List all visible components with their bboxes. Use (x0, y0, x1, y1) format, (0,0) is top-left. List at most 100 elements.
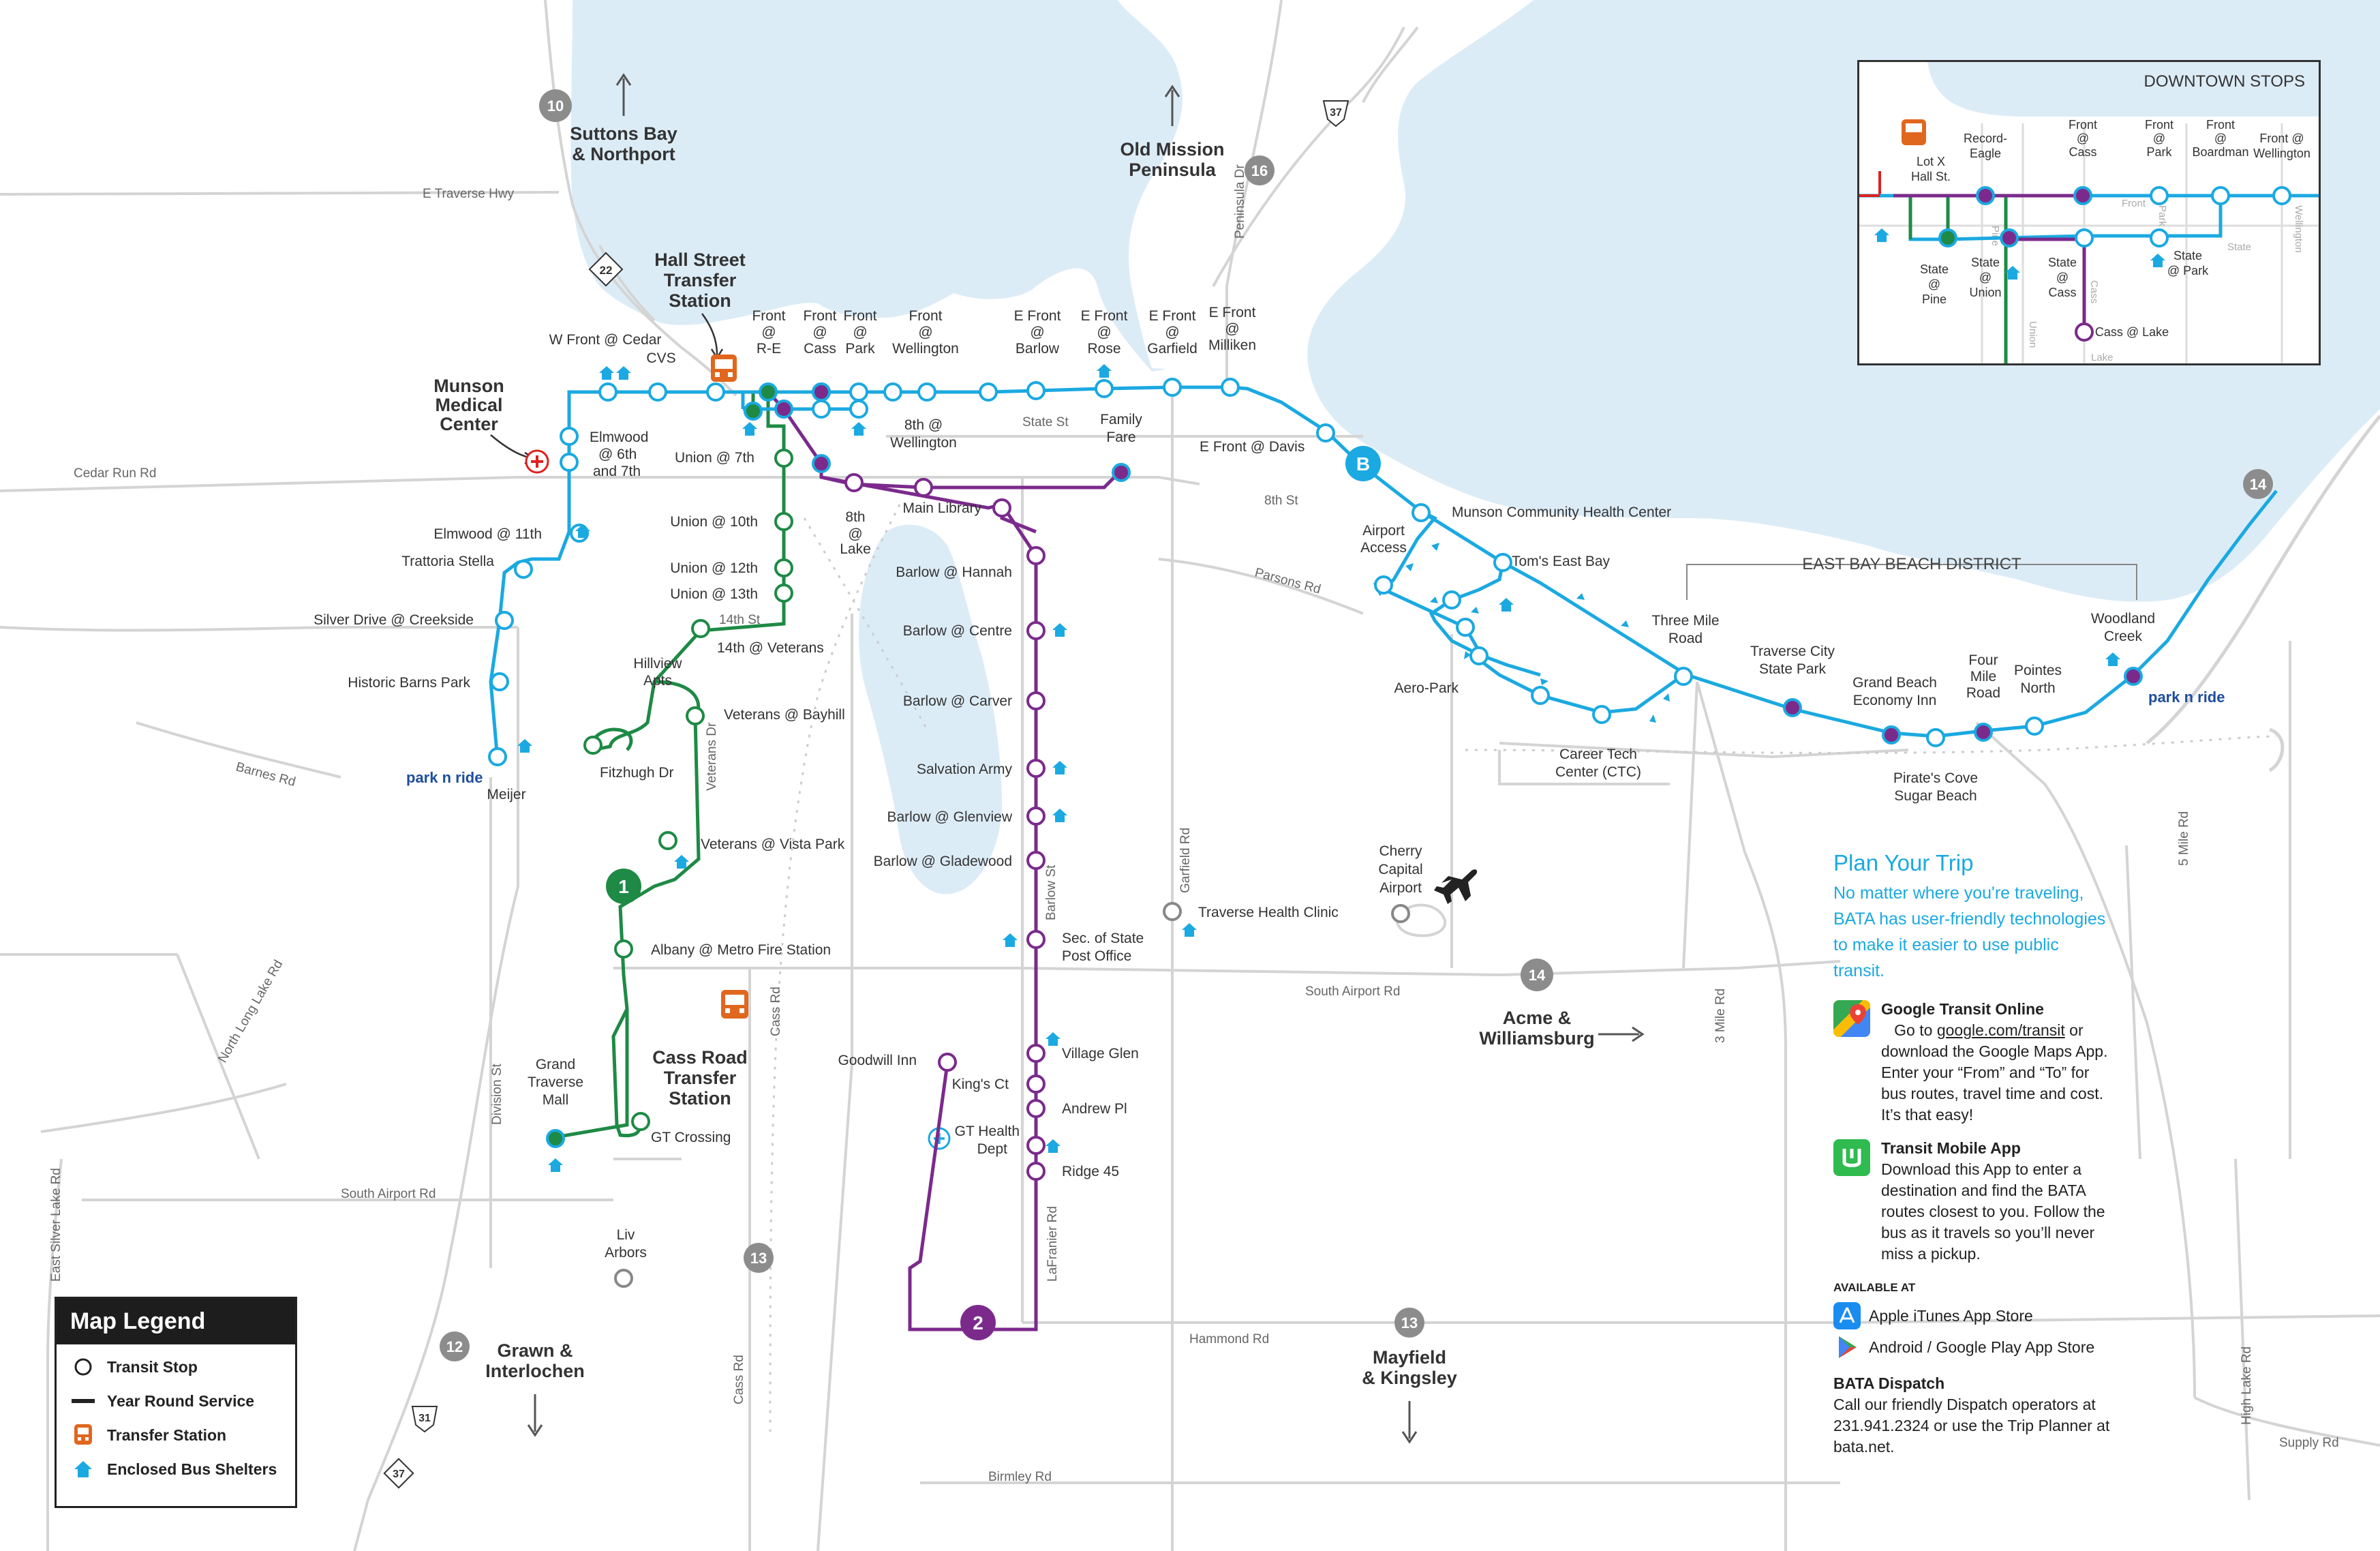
svg-text:Economy Inn: Economy Inn (1853, 693, 1937, 708)
road-south-airport-w: South Airport Rd (341, 1187, 436, 1201)
svg-text:Transfer: Transfer (664, 1068, 737, 1088)
place-suttons-bay: Suttons Bay (570, 123, 677, 144)
road-parsons: Parsons Rd (1253, 566, 1322, 597)
boardman-lake-water (859, 524, 1002, 894)
svg-text:Center (CTC): Center (CTC) (1555, 764, 1641, 780)
park-n-ride-logo-west: park n ride (406, 769, 483, 786)
svg-text:Center: Center (440, 414, 498, 434)
place-grawn: Grawn & (497, 1340, 573, 1361)
road-veterans-dr: Veterans Dr (705, 722, 719, 791)
route-1-badge[interactable]: 1 (606, 869, 641, 904)
road-peninsula-dr: Peninsula Dr (1233, 164, 1247, 239)
stop-front-park: Front (843, 308, 876, 324)
svg-text:Park: Park (2146, 145, 2172, 159)
transfer-station-icon-cass (721, 990, 748, 1019)
stop-elmwood-6th: Elmwood (590, 430, 648, 445)
place-labels: Suttons Bay & Northport Old Mission Peni… (406, 73, 2225, 1444)
stop-barlow-hannah: Barlow @ Hannah (896, 564, 1012, 580)
road-hammond: Hammond Rd (1189, 1332, 1269, 1346)
svg-text:10: 10 (547, 97, 564, 115)
road-cedar-run: Cedar Run Rd (74, 466, 156, 481)
svg-text:Union: Union (1969, 286, 2001, 299)
highway-10-shield: 10 (539, 89, 572, 122)
railroad (769, 504, 2277, 1432)
place-munson: Munson (433, 376, 504, 396)
svg-text:16: 16 (1251, 162, 1268, 179)
place-northport: & Northport (572, 144, 675, 164)
stop-traverse-health: Traverse Health Clinic (1198, 905, 1339, 920)
stop-union-12th: Union @ 12th (670, 560, 758, 576)
highway-14-shield-east: 14 (2243, 469, 2273, 499)
place-airport: Cherry (1379, 843, 1422, 859)
svg-text:Front: Front (2122, 198, 2146, 209)
inset-front-park: Front (2145, 118, 2173, 132)
svg-text:37: 37 (393, 1469, 405, 1480)
svg-text:Road: Road (1966, 685, 2000, 701)
svg-text:Union: Union (2027, 321, 2039, 348)
place-old-mission: Old Mission (1120, 139, 1224, 160)
svg-text:Wellington: Wellington (2253, 147, 2310, 160)
stop-silver-drive: Silver Drive @ Creekside (314, 612, 474, 628)
road-north-long-lake: North Long Lake Rd (215, 958, 286, 1066)
stop-andrew-pl: Andrew Pl (1062, 1101, 1127, 1117)
svg-text:Wellington: Wellington (2293, 205, 2304, 253)
stop-main-library: Main Library (902, 500, 981, 516)
google-transit-link[interactable]: google.com/transit (1936, 1021, 2065, 1039)
svg-text:Creek: Creek (2104, 629, 2143, 644)
airplane-icon (1434, 869, 1478, 904)
stop-three-mile-road: Three Mile (1651, 613, 1719, 629)
svg-text:Lake: Lake (2091, 352, 2114, 363)
svg-text:Transfer: Transfer (664, 270, 737, 290)
plan-intro: No matter where you're traveling, BATA h… (1833, 884, 2106, 980)
google-play-icon (1839, 1336, 1857, 1358)
route-b-badge[interactable]: B (1345, 446, 1381, 481)
stop-woodland-creek: Woodland (2091, 611, 2155, 627)
app-store-icon (1833, 1302, 1861, 1329)
west-bay-water (570, 0, 1183, 372)
svg-text:1: 1 (618, 876, 629, 897)
google-maps-icon (1833, 1000, 1870, 1037)
google-play-link[interactable]: Android / Google Play App Store (1833, 1334, 2113, 1361)
svg-text:14: 14 (1529, 967, 1546, 984)
svg-text:park n ride: park n ride (2148, 689, 2225, 706)
inset-state-union: State (1971, 256, 2000, 269)
highway-37-shield-south: 37 (383, 1458, 414, 1489)
transit-app-icon (1833, 1139, 1870, 1176)
svg-text:Apts: Apts (643, 673, 672, 689)
highway-16-shield: 16 (1245, 155, 1275, 185)
road-barlow-st: Barlow St (1044, 864, 1058, 920)
legend-title: Map Legend (57, 1299, 295, 1344)
road-8th-st: 8th St (1264, 494, 1298, 508)
highway-14-shield-west: 14 (1521, 959, 1553, 991)
svg-text:Pine: Pine (1922, 292, 1947, 306)
svg-text:Park: Park (2156, 205, 2168, 226)
apple-store-link[interactable]: Apple iTunes App Store (1833, 1302, 2113, 1329)
svg-text:Cass: Cass (2069, 145, 2096, 159)
highway-31-shield: 31 (411, 1406, 438, 1433)
svg-text:Cass: Cass (2088, 280, 2100, 303)
route-2-badge[interactable]: 2 (960, 1305, 996, 1340)
svg-text:Garfield: Garfield (1147, 341, 1197, 357)
stop-veterans-bayhill: Veterans @ Bayhill (724, 707, 845, 723)
svg-text:Cass: Cass (2048, 286, 2076, 299)
svg-text:@ Park: @ Park (2167, 264, 2209, 277)
svg-text:Park: Park (845, 341, 875, 357)
svg-text:Post Office: Post Office (1062, 948, 1131, 964)
transit-stop-icon (72, 1355, 95, 1379)
svg-text:Traverse: Traverse (528, 1074, 583, 1090)
svg-text:& Kingsley: & Kingsley (1362, 1368, 1457, 1388)
inset-record-eagle: Record- (1964, 132, 2007, 145)
svg-text:R-E: R-E (757, 341, 781, 357)
map-legend: Map Legend Transit Stop Year Round Servi… (55, 1297, 297, 1508)
bus-icon (72, 1424, 95, 1447)
stop-grand-traverse-mall: Grand (536, 1057, 575, 1072)
svg-text:31: 31 (418, 1413, 431, 1424)
peninsula-land (1129, 0, 1534, 380)
place-mayfield: Mayfield (1373, 1347, 1446, 1368)
google-transit-body: Go to google.com/transit or download the… (1881, 1021, 2108, 1124)
svg-text:Mile: Mile (1970, 669, 1997, 684)
stop-e-front-garfield: E Front (1149, 308, 1196, 324)
stop-e-front-milliken: E Front (1209, 305, 1256, 320)
svg-text:Capital: Capital (1378, 862, 1422, 877)
svg-text:Lake: Lake (840, 541, 871, 557)
